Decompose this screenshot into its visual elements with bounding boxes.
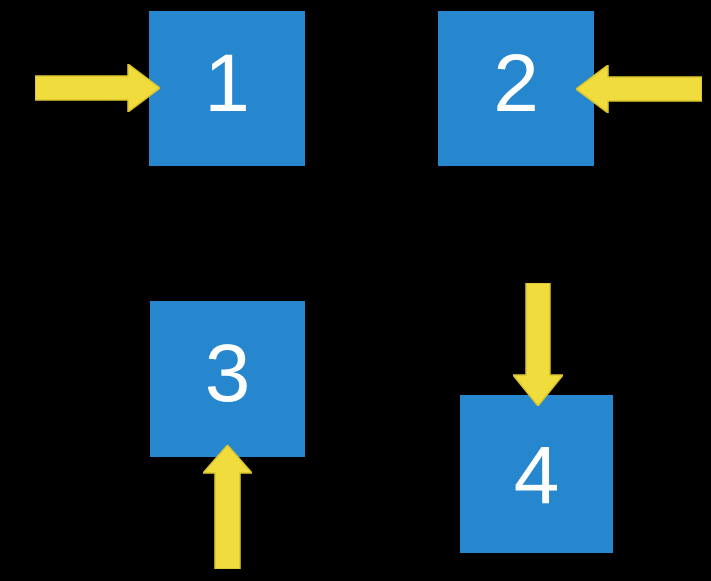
square-3-label: 3 [204,328,251,419]
square-4: 4 [460,395,613,553]
arrow-right-icon [35,64,160,112]
square-1: 1 [149,11,305,166]
arrow-up-icon [203,445,252,569]
arrow-left-icon [576,65,702,113]
arrow-up-shape [203,445,252,569]
arrow-right-shape [35,64,160,112]
square-1-label: 1 [204,37,250,129]
square-3: 3 [150,301,305,457]
square-2: 2 [438,11,594,166]
square-4-label: 4 [513,430,560,521]
arrow-down-icon [513,283,563,406]
square-2-label: 2 [493,37,539,129]
arrow-left-shape [576,65,702,113]
arrow-down-shape [513,283,563,406]
